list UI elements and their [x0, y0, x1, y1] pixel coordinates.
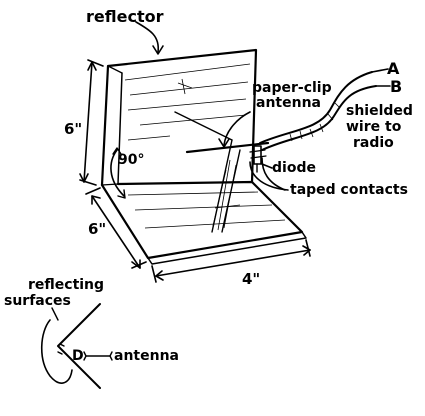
shielded-wire	[259, 68, 391, 151]
label-reflecting-line1: reflecting	[28, 277, 104, 293]
label-width-dim: 4"	[242, 270, 260, 288]
height-dimension	[79, 59, 104, 186]
label-reflecting-line2: surfaces	[4, 293, 71, 309]
angle-arc	[110, 147, 126, 199]
horizontal-base-panel	[100, 180, 307, 265]
label-diode: diode	[272, 160, 316, 176]
reflector-shading	[174, 111, 241, 233]
label-paperclip-line2: antenna	[256, 95, 321, 111]
depth-dimension	[85, 187, 147, 269]
paperclip-antenna	[185, 141, 270, 154]
label-inset-d: D	[72, 348, 84, 364]
vertical-reflector-panel	[100, 48, 258, 187]
label-inset-antenna: antenna	[114, 348, 179, 364]
diode	[249, 145, 267, 173]
label-height-dim: 6"	[64, 120, 82, 138]
width-dimension	[151, 239, 311, 283]
label-taped-contacts: taped contacts	[290, 182, 408, 198]
label-wire-b: B	[390, 77, 402, 96]
label-shielded-line3: radio	[353, 135, 394, 151]
label-angle: 90°	[118, 152, 144, 168]
label-wire-a: A	[387, 59, 400, 78]
label-depth-dim: 6"	[88, 220, 106, 238]
label-shielded-line2: wire to	[346, 119, 402, 135]
inset-reflecting-surfaces	[40, 303, 113, 389]
leader-lines	[135, 21, 289, 191]
label-shielded-line1: shielded	[346, 103, 413, 119]
label-reflector: reflector	[86, 7, 164, 26]
label-paperclip-line1: paper-clip	[252, 80, 332, 96]
